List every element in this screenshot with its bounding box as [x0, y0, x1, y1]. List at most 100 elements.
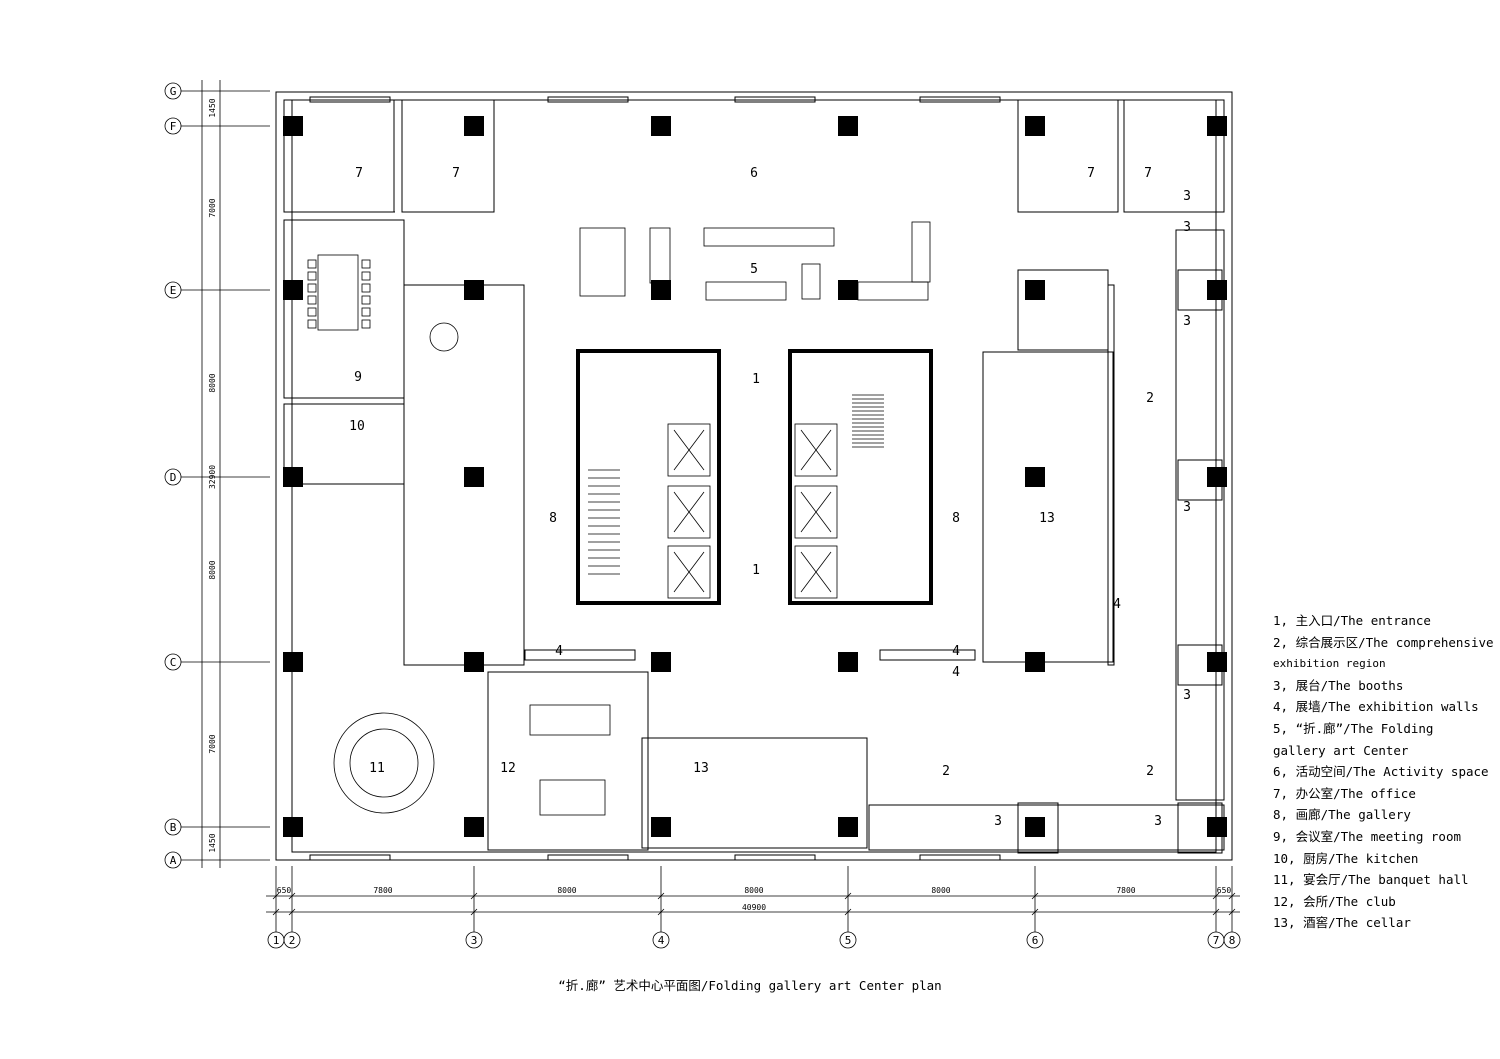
tick	[288, 892, 296, 900]
elevator-cross	[673, 429, 705, 471]
tick	[844, 892, 852, 900]
window	[734, 96, 816, 103]
structural-column	[1025, 467, 1045, 487]
folding-booth	[649, 227, 671, 284]
elevator-cross	[673, 551, 705, 593]
folding-booth	[857, 281, 929, 301]
room-label: 10	[349, 419, 365, 434]
structural-column	[464, 817, 484, 837]
plan-caption: “折.廊” 艺术中心平面图/Folding gallery art Center…	[558, 978, 942, 993]
tick	[1212, 908, 1220, 916]
room-label: 1	[752, 563, 760, 578]
folding-booth	[911, 221, 931, 283]
grid-label: C	[170, 656, 177, 669]
elevator	[794, 545, 838, 599]
room-label: 4	[952, 644, 960, 659]
legend-item: 10, 厨房/The kitchen	[1273, 850, 1419, 866]
room-label: 7	[452, 166, 460, 181]
legend-item: 1, 主入口/The entrance	[1273, 613, 1431, 628]
folding-booth	[705, 281, 787, 301]
tick	[1228, 892, 1236, 900]
table	[529, 704, 611, 736]
grid-label: F	[170, 120, 177, 133]
tick	[470, 908, 478, 916]
elevator	[794, 423, 838, 477]
window	[734, 854, 816, 861]
room-label: 3	[1183, 189, 1191, 204]
room-label: 4	[555, 644, 563, 659]
room-label: 7	[1144, 166, 1152, 181]
room-label: 3	[1183, 500, 1191, 515]
tick	[288, 908, 296, 916]
structural-column	[1207, 652, 1227, 672]
structural-column	[651, 280, 671, 300]
office-wall	[401, 99, 495, 213]
grid-label: 7	[1213, 934, 1220, 947]
dimension-label: 7800	[373, 886, 392, 895]
structural-column	[838, 652, 858, 672]
elevator-cross	[673, 491, 705, 533]
dimension-label: 7000	[208, 734, 217, 753]
elevator	[667, 485, 711, 539]
elevator-cross	[800, 429, 832, 471]
legend-item: 6, 活动空间/The Activity space	[1273, 764, 1489, 780]
chair	[307, 319, 317, 329]
dimension-label: 8000	[208, 560, 217, 579]
legend-item: 4, 展墙/The exhibition walls	[1273, 699, 1479, 715]
room-label: 3	[1183, 688, 1191, 703]
window	[547, 96, 629, 103]
chair	[361, 283, 371, 293]
chair	[307, 271, 317, 281]
room-label: 3	[1183, 220, 1191, 235]
room-label: 12	[500, 761, 516, 776]
room-label: 3	[1154, 814, 1162, 829]
booth	[1017, 802, 1059, 854]
grid-label: D	[170, 471, 177, 484]
room-label: 6	[750, 166, 758, 181]
legend-item: 9, 会议室/The meeting room	[1273, 828, 1462, 844]
window	[547, 854, 629, 861]
structural-column	[1025, 817, 1045, 837]
office-wall	[1017, 99, 1119, 213]
room-label: 13	[693, 761, 709, 776]
folding-booth	[801, 263, 821, 300]
legend-item: gallery art Center	[1273, 742, 1409, 758]
grid-label: G	[170, 85, 177, 98]
gallery-room-wall	[982, 351, 1114, 663]
chair	[361, 271, 371, 281]
window	[309, 854, 391, 861]
structural-column	[838, 280, 858, 300]
grid-label: 5	[845, 934, 852, 947]
window	[919, 854, 1001, 861]
structural-column	[1207, 467, 1227, 487]
dimension-label: 8000	[744, 886, 763, 895]
room-label: 7	[355, 166, 363, 181]
legend-item: 13, 酒窖/The cellar	[1273, 915, 1411, 931]
window	[919, 96, 1001, 103]
chair	[361, 295, 371, 305]
tick	[1031, 908, 1039, 916]
tick	[1212, 892, 1220, 900]
grid-label: 6	[1032, 934, 1039, 947]
dimension-label: 8000	[931, 886, 950, 895]
structural-column	[838, 817, 858, 837]
legend-item: 7, 办公室/The office	[1273, 785, 1416, 801]
tick	[272, 892, 280, 900]
booth-row-wall	[868, 804, 1225, 851]
structural-column	[1025, 280, 1045, 300]
structural-column	[283, 467, 303, 487]
chair	[361, 319, 371, 329]
tick	[844, 908, 852, 916]
room-label: 11	[369, 761, 385, 776]
tick	[1031, 892, 1039, 900]
tick	[1228, 908, 1236, 916]
stair-core-wall	[576, 349, 721, 605]
legend-item: 2, 综合展示区/The comprehensive	[1273, 634, 1494, 650]
stair-core-wall	[788, 349, 933, 605]
elevator	[794, 485, 838, 539]
structural-column	[1025, 652, 1045, 672]
office-wall	[1123, 99, 1225, 213]
exhibition-wall	[879, 649, 976, 661]
structural-column	[283, 652, 303, 672]
dimension-label: 1450	[208, 833, 217, 852]
